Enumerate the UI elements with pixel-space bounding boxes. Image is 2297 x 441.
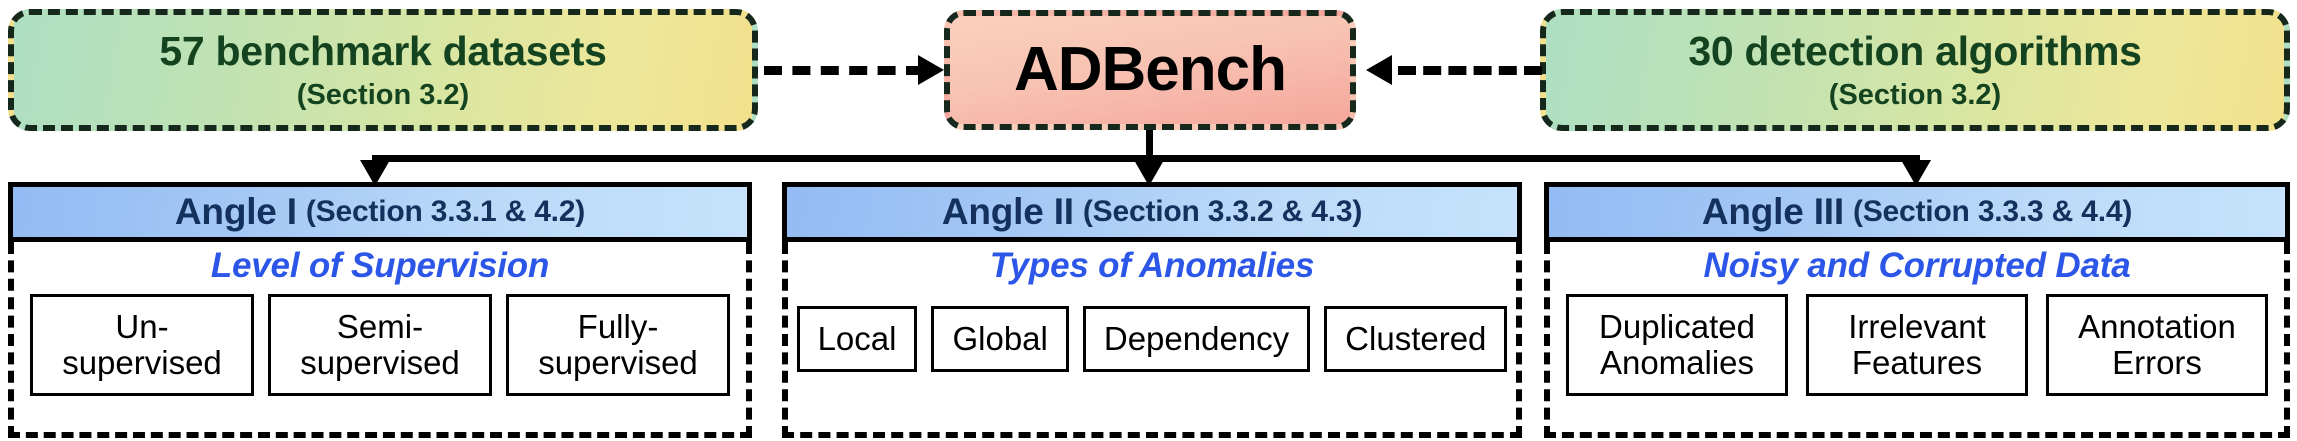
angle-2-chip-local: Local [796, 306, 918, 372]
angle-2-header-main: Angle II [941, 191, 1074, 232]
arrow-to-angle3 [1901, 160, 1931, 186]
angle-3-panel: Angle III (Section 3.3.3 & 4.4) Noisy an… [1544, 182, 2290, 438]
angle-2-panel: Angle II (Section 3.3.2 & 4.3) Types of … [782, 182, 1522, 438]
angle-2-chip-dependency: Dependency [1082, 306, 1311, 372]
angle-3-body: Noisy and Corrupted Data Duplicated Anom… [1544, 242, 2290, 438]
detection-algorithms-title: 30 detection algorithms [1688, 27, 2142, 74]
angle-2-chip-clustered: Clustered [1324, 306, 1508, 372]
angle-3-chip-row: Duplicated Anomalies Irrelevant Features… [1566, 294, 2268, 396]
angle-2-chip-row: Local Global Dependency Clustered [796, 306, 1508, 372]
arrow-to-angle2 [1134, 160, 1164, 186]
angle-1-header-main: Angle I [174, 191, 297, 232]
angle-3-subtitle: Noisy and Corrupted Data [1703, 246, 2131, 285]
angle-2-subtitle: Types of Anomalies [989, 246, 1315, 285]
benchmark-datasets-title: 57 benchmark datasets [159, 27, 607, 74]
arrow-algorithms-to-adbench-head [1366, 55, 1392, 85]
adbench-title: ADBench [1013, 35, 1287, 104]
detection-algorithms-section: (Section 3.2) [1828, 78, 2002, 111]
angle-3-chip-irrelevant-features: Irrelevant Features [1806, 294, 2028, 396]
angle-1-chip-fully-supervised: Fully- supervised [506, 294, 730, 396]
connector-stem [1146, 130, 1153, 158]
arrow-datasets-to-adbench-line [764, 66, 924, 75]
angle-1-subtitle: Level of Supervision [210, 246, 550, 285]
arrow-algorithms-to-adbench-line [1398, 66, 1542, 75]
angle-3-header-main: Angle III [1701, 191, 1844, 232]
angle-3-header-section: (Section 3.3.3 & 4.4) [1852, 195, 2133, 228]
angle-2-header: Angle II (Section 3.3.2 & 4.3) [782, 182, 1522, 242]
arrow-datasets-to-adbench-head [918, 55, 944, 85]
benchmark-datasets-box: 57 benchmark datasets (Section 3.2) [8, 9, 758, 131]
adbench-box: ADBench [944, 10, 1356, 130]
benchmark-datasets-section: (Section 3.2) [296, 78, 470, 111]
angle-3-chip-duplicated-anomalies: Duplicated Anomalies [1566, 294, 1788, 396]
angle-1-chip-unsupervised: Un- supervised [30, 294, 254, 396]
angle-2-body: Types of Anomalies Local Global Dependen… [782, 242, 1522, 438]
angle-1-body: Level of Supervision Un- supervised Semi… [8, 242, 752, 438]
angle-1-header: Angle I (Section 3.3.1 & 4.2) [8, 182, 752, 242]
angle-1-header-section: (Section 3.3.1 & 4.2) [305, 195, 586, 228]
angle-1-chip-semi-supervised: Semi- supervised [268, 294, 492, 396]
angle-3-chip-annotation-errors: Annotation Errors [2046, 294, 2268, 396]
angle-3-header: Angle III (Section 3.3.3 & 4.4) [1544, 182, 2290, 242]
arrow-to-angle1 [360, 160, 390, 186]
angle-2-chip-global: Global [931, 306, 1069, 372]
detection-algorithms-box: 30 detection algorithms (Section 3.2) [1540, 9, 2290, 131]
angle-1-chip-row: Un- supervised Semi- supervised Fully- s… [30, 294, 730, 396]
angle-1-panel: Angle I (Section 3.3.1 & 4.2) Level of S… [8, 182, 752, 438]
angle-2-header-section: (Section 3.3.2 & 4.3) [1082, 195, 1363, 228]
